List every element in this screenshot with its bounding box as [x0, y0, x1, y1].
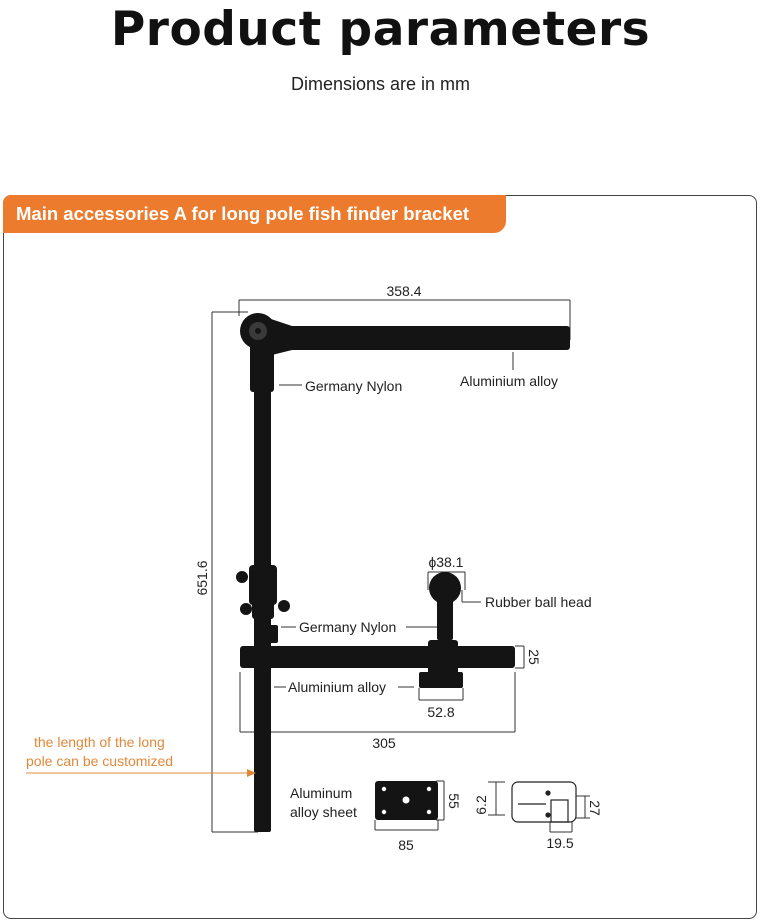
leader-lines: [274, 352, 514, 688]
label-top-arm: Aluminium alloy: [460, 373, 558, 389]
customize-arrow: [26, 769, 256, 777]
dim-clamp-offset: 6.2: [473, 795, 489, 815]
dim-base-width: 52.8: [427, 704, 454, 720]
dim-lower-arm-diameter: 25: [526, 649, 542, 665]
alloy-sheet: [375, 781, 438, 820]
page-title: Product parameters: [110, 2, 651, 57]
dim-overall-height: 651.6: [194, 560, 210, 595]
label-sheet-line2: alloy sheet: [290, 804, 357, 820]
label-ball-head: Rubber ball head: [485, 594, 592, 610]
dim-ball-diameter: ɸ38.1: [429, 554, 464, 570]
dim-lower-arm-length: 305: [372, 735, 396, 751]
customize-note-line2: pole can be customized: [26, 753, 173, 769]
label-mid-joint: Germany Nylon: [299, 619, 396, 635]
label-top-joint: Germany Nylon: [305, 378, 402, 394]
label-lower-arm: Aluminium alloy: [288, 679, 386, 695]
dim-clamp-width: 19.5: [546, 835, 573, 851]
dim-top-arm-length: 358.4: [386, 283, 421, 299]
clamp-outline: [511, 781, 577, 823]
long-pole-bracket: [236, 313, 570, 832]
label-sheet-line1: Aluminum: [290, 785, 352, 801]
dim-clamp-height: 27: [587, 800, 603, 816]
dim-sheet-height: 55: [446, 793, 462, 809]
customize-note-line1: the length of the long: [34, 734, 165, 750]
panel-banner: Main accessories A for long pole fish fi…: [3, 195, 506, 233]
dim-sheet-width: 85: [398, 837, 414, 853]
units-subtitle: Dimensions are in mm: [290, 74, 471, 94]
